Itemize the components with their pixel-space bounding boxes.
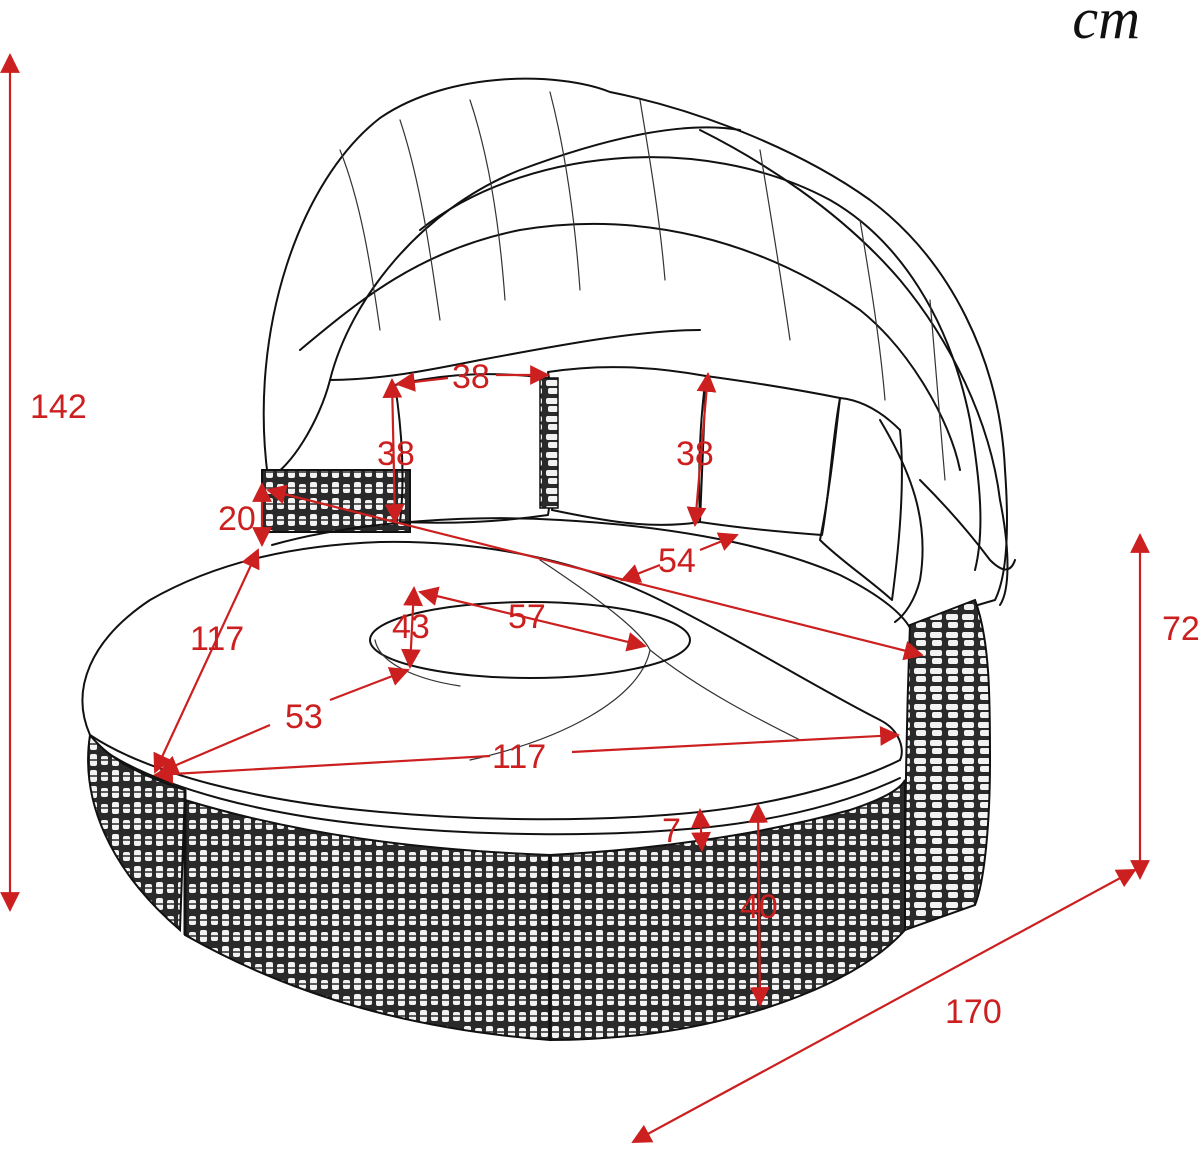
label-pillow-width: 38: [452, 358, 490, 396]
dim-line-seat-diagonal: [266, 484, 924, 661]
pillows: [394, 366, 903, 601]
side-panel: [903, 598, 992, 932]
label-cushion-thickness: 7: [662, 812, 681, 850]
daybed-sketch: [81, 77, 1016, 1042]
label-ottoman-radius: 53: [285, 698, 323, 736]
dim-line-ottoman-side: [153, 548, 260, 774]
label-total-height: 142: [30, 388, 87, 426]
label-table-height: 43: [392, 608, 430, 646]
label-armrest: 20: [218, 500, 256, 538]
canopy: [262, 77, 1016, 631]
label-front-width: 117: [492, 738, 546, 776]
label-seat-depth: 54: [658, 542, 696, 580]
label-base-height: 40: [740, 888, 778, 926]
dimension-lines: [0, 53, 1150, 1143]
dim-line-table-diameter: [418, 586, 647, 652]
dim-line-ottoman-radius-a: [158, 723, 271, 775]
dim-line-front-width-b: [571, 726, 900, 754]
dimension-labels: 142 72 170 38 38 38 20 54 117 43 57 53 1…: [30, 358, 1200, 1031]
label-table-diameter: 57: [508, 598, 546, 636]
dim-line-cushion-thickness: [691, 808, 711, 852]
dim-line-seat-depth-a: [620, 563, 661, 583]
dim-line-front-width-a: [153, 754, 491, 784]
base-left-panel: [87, 732, 187, 933]
dim-line-base-height: [748, 803, 770, 1007]
dim-line-table-height: [401, 586, 423, 669]
label-pillow-height-right: 38: [676, 435, 714, 473]
label-side-height: 72: [1162, 610, 1200, 648]
dim-line-pillow-width-a: [395, 372, 449, 392]
dim-line-seat-depth-b: [699, 532, 739, 552]
label-depth: 170: [945, 993, 1002, 1031]
base-front-panel: [184, 798, 551, 1042]
label-ottoman-side: 117: [190, 620, 244, 658]
unit-label: cm: [1072, 0, 1140, 51]
dim-line-ottoman-radius-b: [329, 667, 410, 702]
label-pillow-height-left: 38: [377, 435, 415, 473]
dim-line-depth: [631, 869, 1137, 1143]
armrest-weave: [261, 469, 411, 533]
